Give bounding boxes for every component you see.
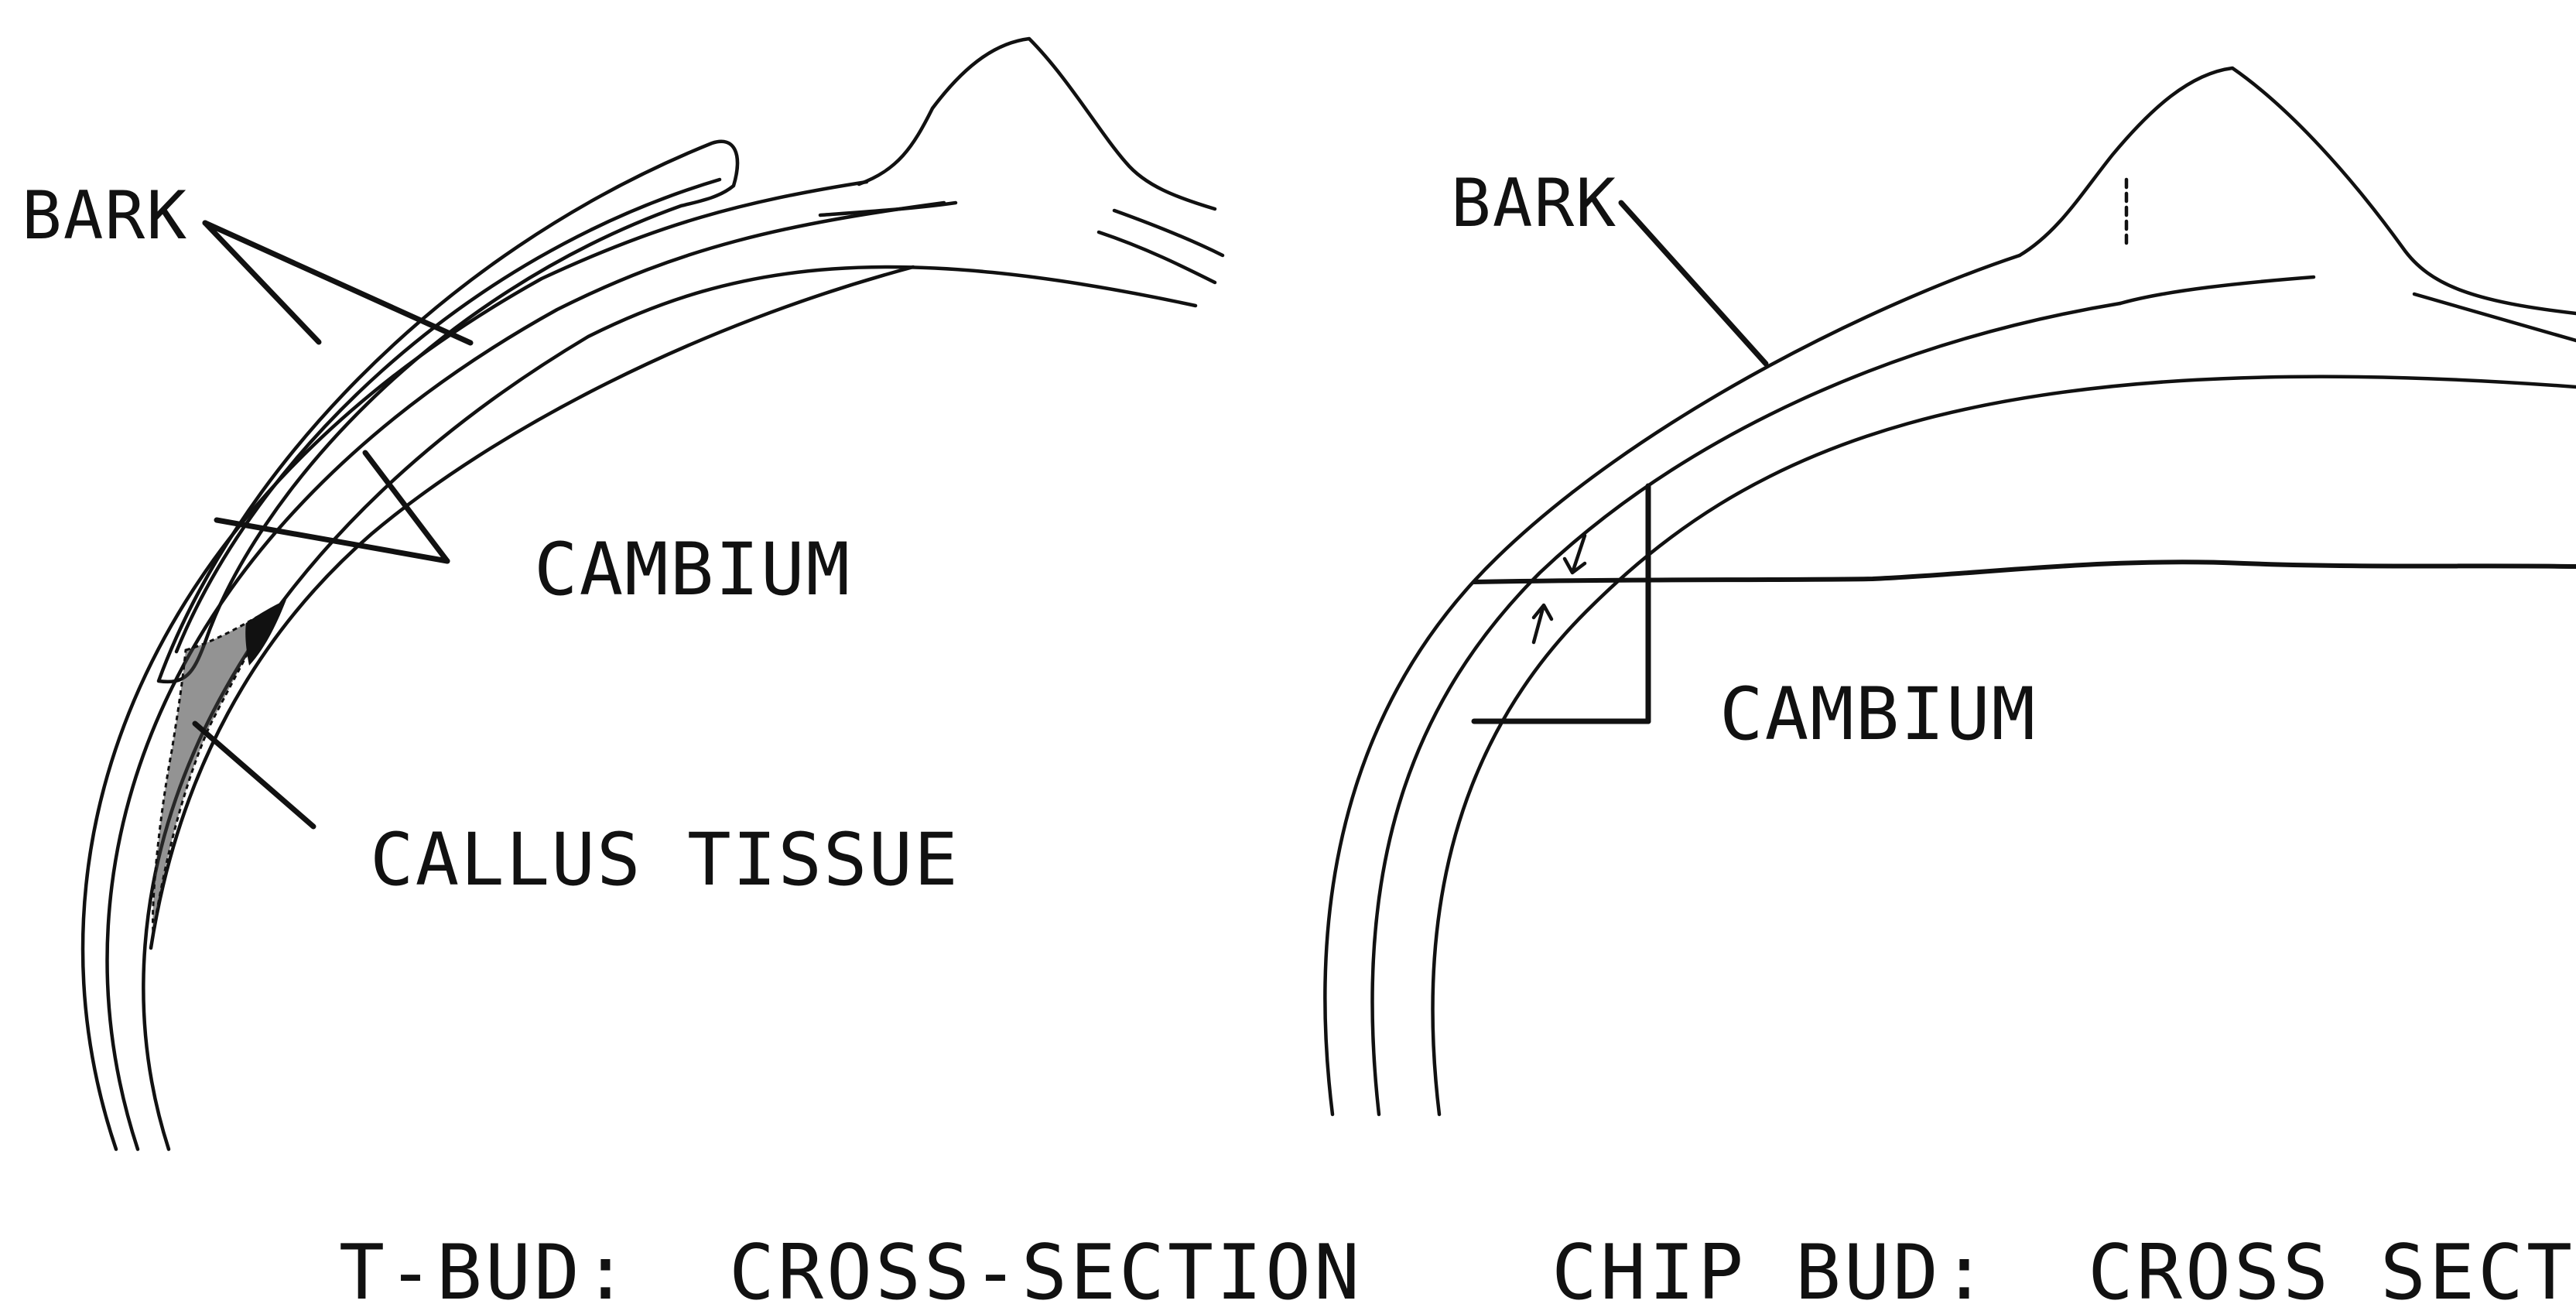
t-bud-inner-cambium-line xyxy=(143,267,1196,1149)
t-bud-right-outer-line xyxy=(1114,210,1223,255)
chip-bud-diagram: BARK CAMBIUM CHIP BUD: CROSS SECTION xyxy=(1325,68,2576,1304)
chip-bud-shield-base xyxy=(2120,277,2314,303)
t-bud-callus-leader xyxy=(195,724,313,827)
chip-bud-bark-leader xyxy=(1621,203,1766,364)
chip-bud-bark-label: BARK xyxy=(1451,165,1617,242)
t-bud-bark-leader-1 xyxy=(205,223,319,342)
t-bud-cambium-leader-1 xyxy=(217,520,447,561)
chip-bud-arrow-up xyxy=(1534,605,1551,642)
chip-bud-cambium-label: CAMBIUM xyxy=(1719,673,2037,757)
t-bud-caption: T-BUD: CROSS-SECTION xyxy=(339,1229,1363,1304)
t-bud-callus-label: CALLUS TISSUE xyxy=(370,818,960,902)
t-bud-bark-label: BARK xyxy=(22,177,188,255)
chip-bud-caption: CHIP BUD: CROSS SECTION xyxy=(1551,1229,2576,1304)
t-bud-bud-shield xyxy=(859,39,1215,209)
t-bud-right-inner-line xyxy=(1099,232,1215,282)
t-bud-bark-leader-2 xyxy=(205,223,470,343)
t-bud-diagram: BARK CAMBIUM CALLUS TISSUE T-BUD: CROSS-… xyxy=(22,39,1363,1304)
t-bud-cambium-label: CAMBIUM xyxy=(534,528,851,612)
chip-bud-cut-line xyxy=(1474,562,2576,582)
t-bud-bud-shield-base xyxy=(820,203,956,215)
